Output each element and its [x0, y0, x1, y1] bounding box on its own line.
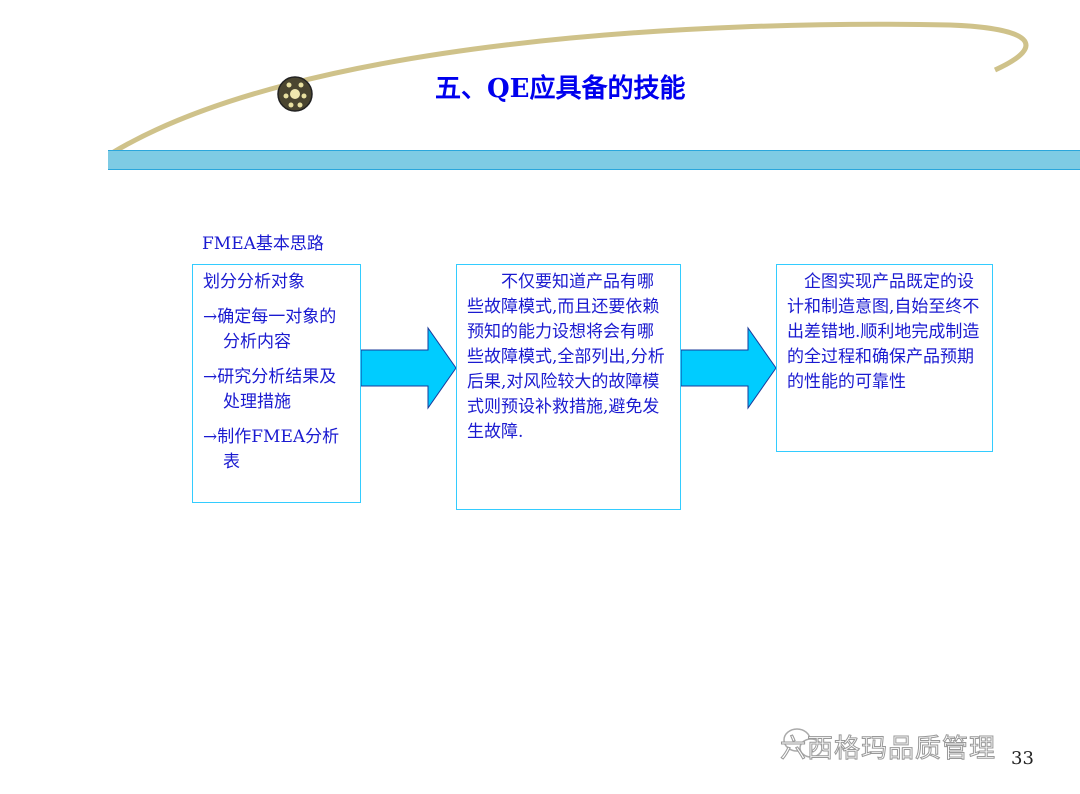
page-number: 33 — [1011, 748, 1034, 769]
section-subtitle: FMEA基本思路 — [202, 234, 324, 254]
header-band — [108, 150, 1080, 170]
box1-heading: 划分分析对象 — [203, 272, 305, 292]
arrow-2-icon — [680, 326, 777, 410]
failure-mode-box: 不仅要知道产品有哪些故障模式,而且还要依赖预知的能力设想将会有哪些故障模式,全部… — [456, 264, 681, 510]
goal-box: 企图实现产品既定的设计和制造意图,自始至终不出差错地.顺利地完成制造的全过程和确… — [776, 264, 993, 452]
watermark: 六西格玛品质管理 — [779, 734, 997, 765]
swoosh-curve — [110, 21, 1029, 156]
step-item: →制作FMEA分析表 — [203, 427, 340, 472]
step-item: →确定每一对象的分析内容 — [203, 307, 337, 352]
step-item: →研究分析结果及处理措施 — [203, 367, 337, 412]
wechat-logo-icon — [783, 728, 823, 758]
slide-title: 五、QE应具备的技能 — [435, 74, 686, 104]
arrow-1-icon — [360, 326, 457, 410]
analysis-steps-box: 划分分析对象 →确定每一对象的分析内容 →研究分析结果及处理措施 →制作FMEA… — [192, 264, 361, 503]
